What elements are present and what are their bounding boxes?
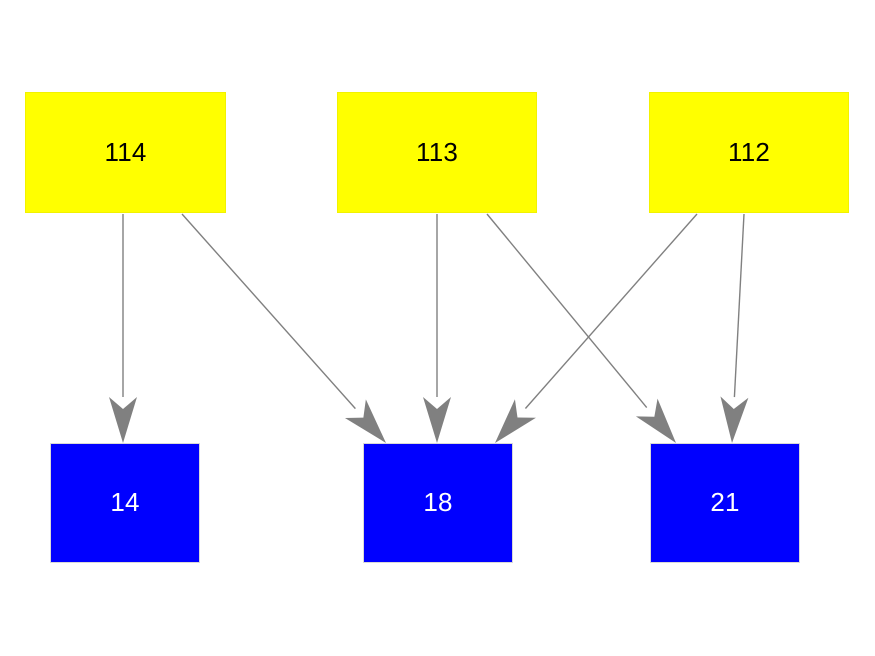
graph-node-14[interactable]: 14 xyxy=(50,443,200,563)
graph-edge-arrowhead xyxy=(720,396,749,443)
graph-edge-line xyxy=(524,213,698,409)
graph-edge-arrowhead xyxy=(635,398,676,443)
graph-node-21[interactable]: 21 xyxy=(650,443,800,563)
graph-node-label: 112 xyxy=(727,136,771,167)
graph-edge-arrowhead xyxy=(423,397,451,443)
graph-node-label: 18 xyxy=(423,487,453,517)
graph-node-113[interactable]: 113 xyxy=(337,92,537,213)
graph-edge-line xyxy=(486,213,648,408)
graph-node-18[interactable]: 18 xyxy=(363,443,513,563)
graph-edge-arrowhead xyxy=(495,399,536,443)
graph-node-label: 14 xyxy=(110,487,140,517)
graph-node-label: 114 xyxy=(104,136,147,167)
graph-edge-arrowhead xyxy=(344,399,386,443)
graph-node-112[interactable]: 112 xyxy=(649,92,849,213)
graph-node-label: 21 xyxy=(710,487,740,517)
graph-edge-arrowhead xyxy=(109,397,137,443)
graph-edge-line xyxy=(733,213,745,398)
graph-node-114[interactable]: 114 xyxy=(25,92,226,213)
graph-node-label: 113 xyxy=(415,136,459,167)
graph-edge-line xyxy=(181,213,356,410)
